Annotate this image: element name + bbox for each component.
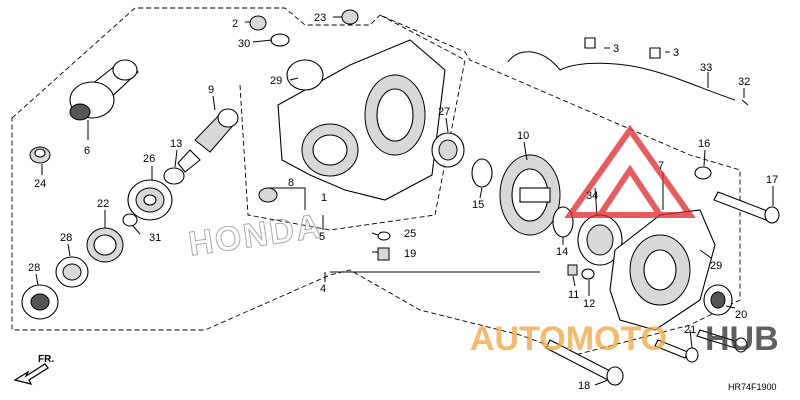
callout-28b: 28 — [28, 262, 40, 274]
bolt-11 — [567, 264, 578, 276]
callout-16: 16 — [698, 138, 710, 150]
callout-14: 14 — [556, 246, 568, 258]
callout-20: 20 — [735, 309, 747, 321]
callout-9: 9 — [208, 84, 214, 96]
callout-29a: 29 — [270, 75, 282, 87]
callout-21: 21 — [684, 324, 696, 336]
callout-22: 22 — [97, 198, 109, 210]
washer-16 — [694, 166, 712, 180]
watermark: AUTOMOTO HUB — [470, 124, 779, 358]
callout-3b: 3 — [673, 47, 679, 59]
callout-3a: 3 — [613, 43, 619, 55]
front-direction-label: FR. — [38, 354, 54, 365]
oring-31 — [122, 213, 138, 227]
bearing-27 — [431, 132, 465, 168]
callout-10: 10 — [517, 130, 529, 142]
ring-gear-part — [499, 154, 561, 236]
callout-28a: 28 — [60, 232, 72, 244]
breather-tube-part — [507, 37, 749, 106]
oring-30 — [270, 33, 290, 47]
washer-25 — [377, 231, 391, 241]
pinion-gear-part — [177, 108, 239, 173]
watermark-triangle-icon — [564, 124, 696, 218]
callout-18: 18 — [578, 380, 590, 392]
callout-4: 4 — [320, 283, 326, 295]
seal-13 — [163, 167, 185, 185]
callout-2: 2 — [232, 18, 238, 30]
callout-33: 33 — [700, 62, 712, 74]
gear-cover-part — [609, 209, 716, 331]
callout-26: 26 — [143, 153, 155, 165]
callout-19: 19 — [404, 248, 416, 260]
gear-case-part — [277, 39, 446, 201]
honda-outline-text: HONDA — [186, 207, 325, 263]
seal-28-upper — [55, 256, 89, 288]
callout-32: 32 — [738, 76, 750, 88]
callout-7: 7 — [658, 160, 664, 172]
callout-30: 30 — [238, 38, 250, 50]
shim-15 — [471, 158, 493, 188]
callout-6: 6 — [84, 145, 90, 157]
ring-nut-22 — [86, 227, 124, 263]
bolt-23 — [341, 9, 359, 25]
callout-13: 13 — [170, 138, 182, 150]
callout-27: 27 — [438, 106, 450, 118]
callout-15: 15 — [472, 199, 484, 211]
watermark-text-hub: HUB — [705, 320, 779, 358]
diagram-code: HR74F1900 — [728, 382, 777, 392]
bush-8 — [258, 187, 278, 203]
bolt-19 — [377, 247, 390, 261]
callout-25: 25 — [404, 228, 416, 240]
seal-28-lower — [21, 284, 59, 320]
callout-34: 34 — [586, 190, 598, 202]
bearing-26 — [127, 179, 173, 221]
callout-17: 17 — [766, 174, 778, 186]
assembly-boundaries — [11, 7, 741, 356]
callout-23: 23 — [314, 12, 326, 24]
seal-29 — [286, 59, 324, 91]
flange-part — [69, 59, 139, 121]
callout-11: 11 — [568, 289, 579, 301]
callout-29b: 29 — [710, 260, 722, 272]
seal-20 — [703, 284, 733, 316]
callout-24: 24 — [34, 178, 46, 190]
callout-1: 1 — [321, 192, 327, 204]
callout-5: 5 — [319, 231, 325, 243]
bearing-34 — [577, 214, 623, 266]
nut-24 — [29, 146, 51, 164]
watermark-text-automoto: AUTOMOTO — [470, 320, 667, 358]
bolt-17 — [713, 191, 780, 224]
callout-31: 31 — [149, 232, 161, 244]
callout-12: 12 — [583, 298, 595, 310]
cap-2 — [249, 15, 267, 31]
callout-8: 8 — [288, 177, 294, 189]
bolt-21 — [654, 329, 748, 363]
washer-12 — [581, 268, 595, 280]
callout-numbers: 2 30 23 3 3 33 32 29 9 6 24 13 26 27 10 … — [28, 12, 778, 392]
front-direction-arrow: FR. — [13, 354, 54, 385]
